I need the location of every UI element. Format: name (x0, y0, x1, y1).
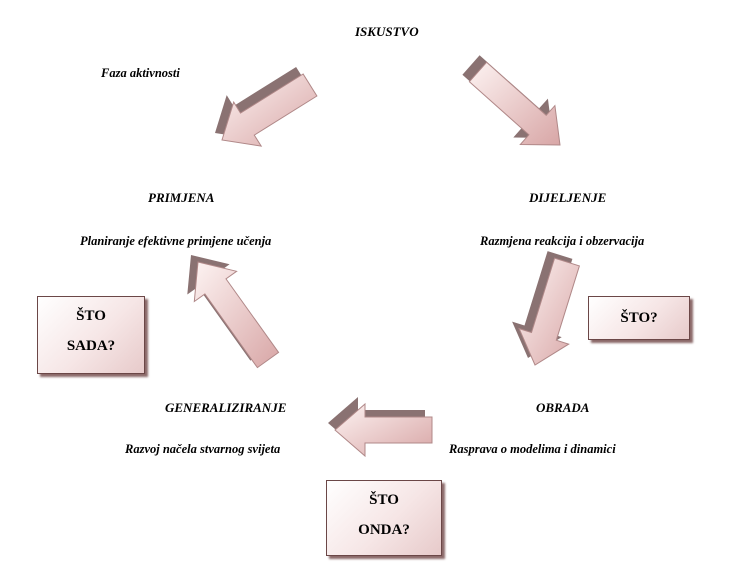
arrow-dijeljenje-to-obrada-body (518, 257, 581, 366)
box-sto-onda: ŠTO ONDA? (326, 480, 442, 556)
stage-obrada: OBRADA (536, 400, 590, 415)
box-sto-sada-line2: SADA? (66, 338, 116, 354)
box-sto-sada: ŠTO SADA? (37, 296, 145, 374)
stage-generaliziranje-desc: Razvoj načela stvarnog svijeta (125, 442, 281, 456)
stage-obrada-desc: Rasprava o modelima i dinamici (449, 442, 616, 456)
arrow-dijeljenje-to-obrada (512, 251, 581, 366)
arrow-iskustvo-to-primjena-body (221, 73, 318, 147)
box-sto-label: ŠTO? (620, 310, 658, 326)
stage-dijeljenje-desc: Razmjena reakcija i obzervacija (480, 234, 645, 248)
arrow-iskustvo-to-dijeljenje-body (468, 61, 561, 146)
stage-dijeljenje: DIJELJENJE (529, 190, 607, 205)
box-sto-onda-line2: ONDA? (358, 522, 410, 538)
arrow-obrada-to-generaliziranje (328, 397, 433, 458)
box-sto-onda-line1: ŠTO (369, 492, 399, 508)
stage-iskustvo: ISKUSTVO (355, 24, 419, 39)
box-sto-sada-line1: ŠTO (76, 308, 106, 324)
stage-faza-aktivnosti: Faza aktivnosti (101, 66, 180, 80)
stage-generaliziranje: GENERALIZIRANJE (165, 400, 287, 415)
arrow-generaliziranje-to-primjena (187, 255, 280, 369)
stage-primjena: PRIMJENA (148, 190, 215, 205)
arrow-iskustvo-to-primjena (215, 67, 318, 147)
arrow-obrada-to-generaliziranje-body (334, 402, 433, 458)
arrow-iskustvo-to-dijeljenje (462, 55, 561, 146)
arrow-generaliziranje-to-primjena-body (193, 261, 280, 369)
stage-primjena-desc: Planiranje efektivne primjene učenja (80, 234, 272, 248)
box-sto: ŠTO? (588, 296, 690, 340)
